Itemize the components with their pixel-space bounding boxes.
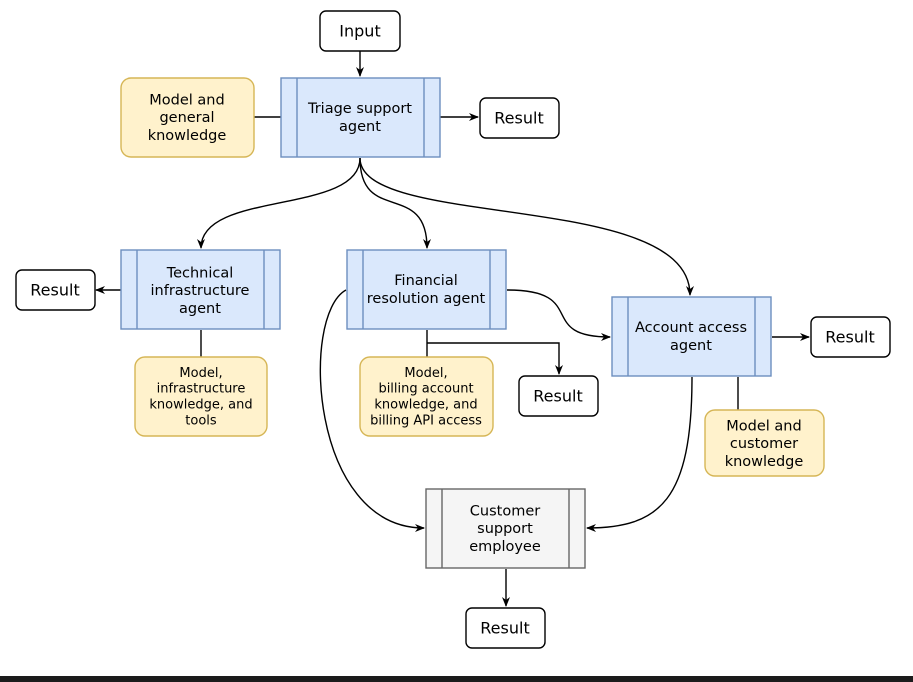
label-line: Customer: [470, 503, 540, 519]
triage-knowledge-node: Model and general knowledge: [120, 77, 255, 158]
account-agent-node: Account access agent: [611, 296, 772, 377]
label-line: Result: [480, 619, 529, 638]
edge-triage-to-account: [359, 157, 694, 296]
label-line: Result: [494, 109, 543, 128]
technical-result-node: Result: [15, 269, 96, 311]
label-line: tools: [185, 413, 217, 428]
employee-result-node: Result: [465, 607, 546, 649]
employee-label: Customer support employee: [469, 503, 541, 554]
technical-agent-label: Technical infrastructure agent: [151, 265, 250, 316]
edge-financial-to-result: [427, 342, 563, 375]
input-node: Input: [319, 10, 401, 52]
label-line: Model,: [179, 366, 222, 381]
triage-knowledge-label: Model and general knowledge: [148, 92, 227, 143]
label-line: support: [477, 521, 533, 537]
edge-triage-to-technical: [197, 157, 361, 249]
employee-node: Customer support employee: [425, 488, 586, 569]
label-line: resolution agent: [367, 291, 486, 307]
label-line: Result: [533, 387, 582, 406]
triage-agent-label: Triage support agent: [307, 101, 412, 135]
input-label: Input: [339, 22, 380, 41]
label-line: knowledge, and: [374, 398, 477, 413]
label-line: general: [159, 110, 214, 126]
financial-agent-node: Financial resolution agent: [346, 249, 507, 330]
label-line: agent: [179, 301, 221, 317]
label-line: Input: [339, 22, 380, 41]
label-line: Model and: [726, 418, 801, 434]
label-line: Model,: [404, 366, 447, 381]
label-line: knowledge: [725, 454, 804, 470]
employee-result-label: Result: [480, 619, 529, 638]
label-line: knowledge: [148, 128, 227, 144]
financial-result-label: Result: [533, 387, 582, 406]
footer-bar: [0, 676, 913, 682]
label-line: Account access: [635, 320, 747, 336]
financial-agent-label: Financial resolution agent: [367, 273, 486, 307]
edge-account-to-employee: [586, 376, 693, 532]
financial-result-node: Result: [518, 375, 599, 417]
label-line: billing account: [378, 382, 473, 397]
label-line: Model and: [149, 92, 224, 108]
label-line: Result: [825, 328, 874, 347]
triage-result-node: Result: [479, 97, 560, 139]
edge-financial-to-employee: [319, 289, 425, 532]
label-line: agent: [670, 338, 712, 354]
label-line: employee: [469, 539, 541, 555]
label-line: agent: [339, 119, 381, 135]
label-line: knowledge, and: [149, 398, 252, 413]
triage-result-label: Result: [494, 109, 543, 128]
account-agent-label: Account access agent: [635, 320, 747, 354]
label-line: customer: [730, 436, 798, 452]
edge-triage-to-financial: [359, 157, 431, 249]
label-line: infrastructure: [157, 382, 246, 397]
label-line: Financial: [394, 273, 458, 289]
triage-agent-node: Triage support agent: [280, 77, 441, 158]
account-result-label: Result: [825, 328, 874, 347]
label-line: Triage support: [307, 101, 412, 117]
account-knowledge-label: Model and customer knowledge: [725, 418, 804, 469]
edges: [95, 51, 810, 607]
technical-agent-node: Technical infrastructure agent: [120, 249, 281, 330]
account-knowledge-node: Model and customer knowledge: [704, 409, 825, 477]
label-line: Technical: [166, 265, 234, 281]
label-line: Result: [30, 281, 79, 300]
label-line: billing API access: [370, 413, 482, 428]
technical-result-label: Result: [30, 281, 79, 300]
account-result-node: Result: [810, 316, 891, 358]
label-line: infrastructure: [151, 283, 250, 299]
edge-financial-to-account: [506, 289, 611, 341]
